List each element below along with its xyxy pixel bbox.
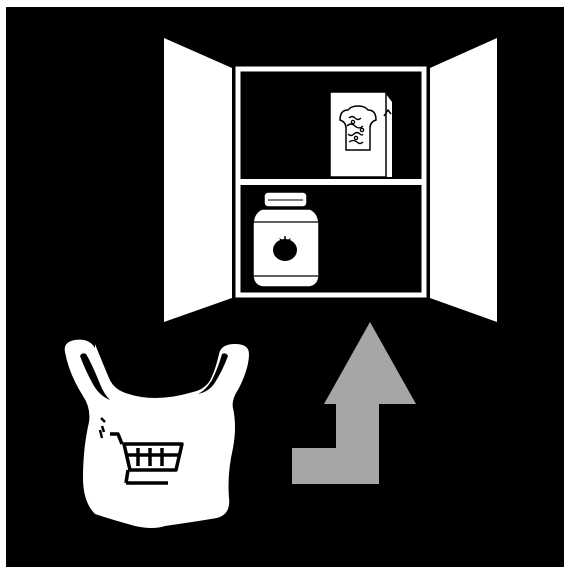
cupboard-left-door bbox=[164, 38, 232, 322]
cupboard-shelf bbox=[238, 179, 424, 185]
shopping-bag-icon bbox=[65, 340, 249, 528]
arrow-up-icon bbox=[292, 322, 416, 484]
cupboard-icon bbox=[164, 38, 497, 322]
tomato-jar-icon bbox=[253, 192, 319, 287]
cereal-box-icon bbox=[330, 92, 394, 177]
cupboard-right-door bbox=[430, 38, 497, 322]
